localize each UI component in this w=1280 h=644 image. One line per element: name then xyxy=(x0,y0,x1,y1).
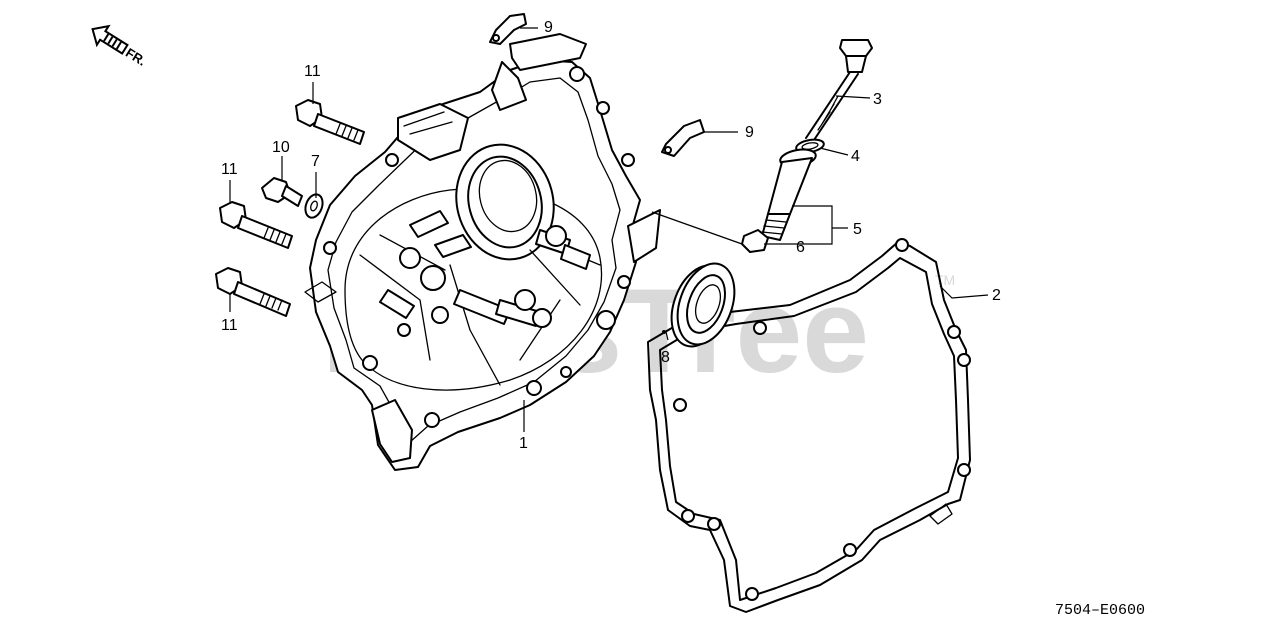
dipstick-drawing xyxy=(805,39,873,141)
callout-1: 1 xyxy=(519,435,528,452)
callout-4: 4 xyxy=(851,148,860,165)
callout-9-right: 9 xyxy=(745,124,754,141)
callout-11-top: 11 xyxy=(304,63,321,80)
callout-2: 2 xyxy=(992,287,1001,304)
callout-5: 5 xyxy=(853,221,862,238)
callout-6: 6 xyxy=(796,239,805,256)
direction-label: FR. xyxy=(123,45,149,69)
drawing-code: 7504–E0600 xyxy=(1055,602,1145,619)
callout-10: 10 xyxy=(272,139,290,156)
crankcase-cover-drawing xyxy=(304,33,661,471)
clip-drawing-top xyxy=(489,13,527,45)
drain-bolt-drawing xyxy=(261,177,303,207)
callout-3: 3 xyxy=(873,91,882,108)
callout-11-bottom: 11 xyxy=(221,317,238,334)
leader-lines xyxy=(229,27,989,432)
front-direction-arrow-icon: FR. xyxy=(91,24,149,69)
flange-bolt-drawing-middle xyxy=(219,201,293,249)
flange-bolt-drawing-top xyxy=(295,99,365,145)
callout-9-top: 9 xyxy=(544,19,553,36)
cover-gasket-drawing xyxy=(647,238,971,613)
oil-filler-pipe-drawing xyxy=(761,148,817,241)
callout-7: 7 xyxy=(311,153,320,170)
washer-drawing xyxy=(304,193,324,219)
flange-bolt-drawing-bottom xyxy=(215,267,291,317)
callout-labels: 1 2 3 4 5 6 7 8 9 9 10 11 11 11 xyxy=(221,19,1001,452)
clip-drawing-right xyxy=(661,119,705,157)
oil-seal-drawing xyxy=(662,262,736,348)
callout-8: 8 xyxy=(661,349,670,366)
callout-11-middle: 11 xyxy=(221,161,238,178)
